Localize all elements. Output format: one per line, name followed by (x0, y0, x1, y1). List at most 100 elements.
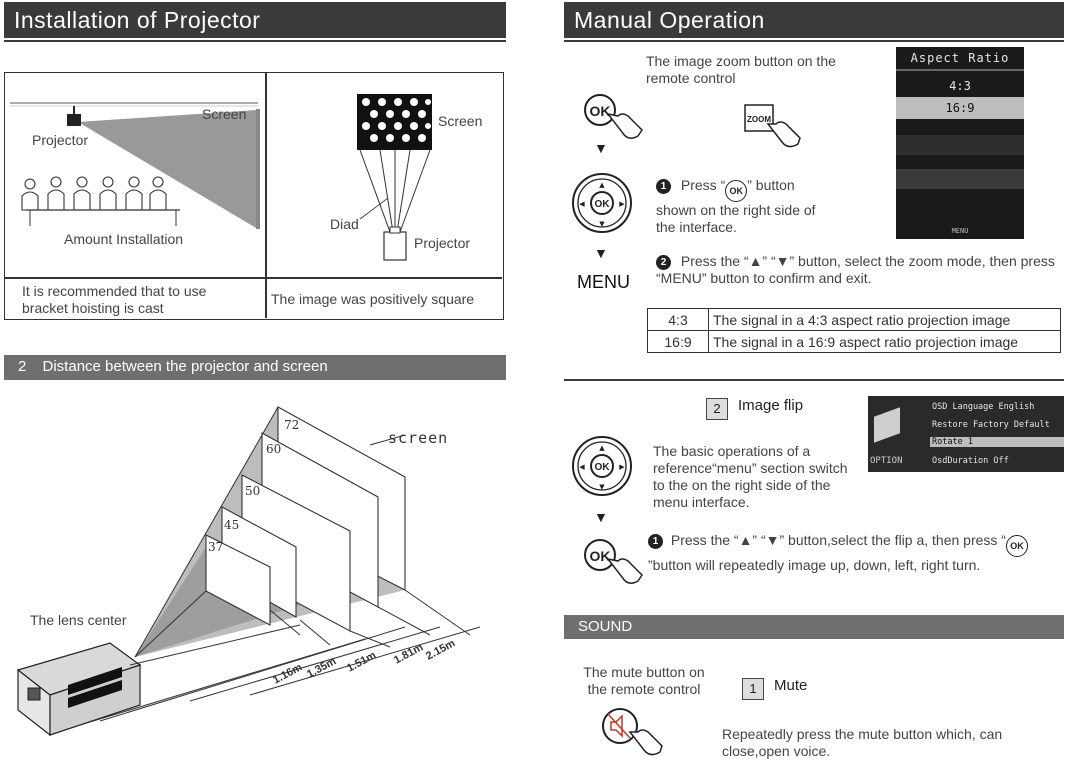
installation-header-title: Installation of Projector (14, 7, 261, 33)
wall-screen (256, 109, 260, 229)
flip-number-box: 2 (706, 398, 728, 420)
manual-operation-rule (564, 40, 1064, 42)
svg-text:▼: ▼ (599, 220, 605, 228)
osd-item-duration: OsdDuration Off (932, 456, 1009, 466)
sound-section-bar: SOUND (564, 615, 1064, 639)
svg-text:▶: ▶ (619, 200, 625, 208)
projector-body (16, 642, 142, 737)
table-row: 4:3 The signal in a 4:3 aspect ratio pro… (647, 308, 1061, 331)
lens-center-label: The lens center (30, 612, 127, 628)
mute-intro: The mute button on the remote control (583, 664, 705, 697)
svg-text:◀: ◀ (579, 463, 585, 471)
cell1-screen-label: Screen (202, 106, 247, 122)
svg-text:▶: ▶ (619, 463, 625, 471)
cell2-projector-label: Projector (414, 235, 471, 251)
distance-diagram (16, 406, 481, 737)
arrow-down-icon: ▼ (594, 140, 608, 156)
flip-dpad-ok-text: OK (595, 462, 611, 473)
aspect-ratio-table: 4:3 The signal in a 4:3 aspect ratio pro… (647, 308, 1061, 353)
zoom-step2: 2 Press the “▲” “▼” button, select the z… (656, 253, 1060, 287)
mute-description: Repeatedly press the mute button which, … (722, 726, 1003, 759)
arrow-down-icon-3: ▼ (594, 509, 608, 525)
ratio-cell: 4:3 (647, 308, 709, 331)
osd-option-icon (874, 407, 900, 443)
zoom-step2-text: Press the “▲” “▼” button, select the zoo… (656, 253, 1055, 286)
cell1-projector-label: Projector (32, 132, 89, 148)
manual-operation-header: Manual Operation (564, 2, 1064, 38)
osd-footer: MENU (951, 227, 969, 235)
flip-intro: The basic operations of a reference“menu… (653, 443, 848, 510)
table-row: 16:9 The signal in a 16:9 aspect ratio p… (647, 330, 1061, 353)
flip-ok-press-text: OK (590, 548, 611, 564)
flip-title-row: 2 Image flip (706, 397, 803, 420)
ok-press-icon: OK (584, 94, 643, 139)
distance-section-bar: 2 Distance between the projector and scr… (4, 355, 506, 380)
osd-option-43: 4:3 (949, 79, 971, 93)
size-37: 37 (208, 540, 224, 554)
dpad-icon-flip: OK ▲ ▼ ◀ ▶ (572, 436, 632, 496)
osd-title: Aspect Ratio (910, 51, 1010, 65)
svg-text:▲: ▲ (599, 444, 605, 452)
aspect-ratio-osd: Aspect Ratio 4:3 16:9 MENU (896, 47, 1024, 239)
inline-ok-icon-flip: OK (1005, 535, 1028, 557)
front-install-diagram (357, 94, 432, 261)
ceiling-install-diagram (10, 102, 260, 229)
install-note-square: The image was positively square (271, 291, 475, 307)
ratio-desc-cell: The signal in a 16:9 aspect ratio projec… (708, 330, 1061, 353)
option-osd: OPTION OSD Language English Restore Fact… (868, 396, 1064, 472)
zoom-intro: The image zoom button on the remote cont… (646, 53, 836, 86)
ratio-cell: 16:9 (647, 330, 709, 353)
projector-icon (67, 114, 81, 126)
osd-option-label: OPTION (870, 456, 903, 466)
distance-screen-label: screen (388, 429, 449, 447)
front-projector-icon (383, 231, 407, 261)
osd-option-169[interactable]: 16:9 (896, 97, 1024, 119)
sound-section-title: SOUND (578, 618, 633, 635)
mute-title: Mute (774, 677, 808, 694)
flip-title: Image flip (738, 397, 804, 414)
osd-band (896, 135, 1024, 155)
ok-press-text: OK (590, 103, 611, 119)
dpad-ok-text: OK (595, 199, 611, 210)
zoom-step1-text-a: Press “ (680, 177, 726, 193)
zoom-step2-num: 2 (656, 255, 671, 270)
osd-item-restore: Restore Factory Default (932, 420, 1050, 430)
dpad-icon: OK ▲▼◀▶ (572, 173, 632, 233)
osd-band-2 (896, 169, 1024, 189)
svg-text:▼: ▼ (599, 483, 605, 491)
size-45: 45 (224, 518, 240, 532)
zoom-key-text: ZOOM (747, 115, 771, 124)
osd-divider (896, 69, 1024, 71)
osd-item-rotate[interactable]: Rotate 1 (930, 437, 1064, 447)
manual-operation-title: Manual Operation (574, 7, 765, 33)
ok-press-icon-flip: OK (584, 539, 643, 584)
menu-label: MENU (577, 272, 630, 292)
arrow-down-icon-2: ▼ (594, 245, 608, 261)
osd-item-language: OSD Language English (932, 402, 1035, 412)
flip-step1-num: 1 (648, 534, 663, 549)
install-note-bracket: It is recommended that to use bracket ho… (22, 283, 207, 316)
flip-step1-text-a: Press the “▲” “▼” button,select the flip… (670, 532, 1006, 548)
cell1-caption: Amount Installation (64, 231, 184, 247)
zoom-step1-text-b: ” button shown on the right side of the … (656, 177, 816, 235)
installation-table-vdivider (265, 73, 267, 318)
mute-press-icon (602, 708, 663, 756)
installation-table-hdivider (5, 277, 502, 279)
ratio-desc-cell: The signal in a 4:3 aspect ratio project… (708, 308, 1061, 331)
zoom-step1-num: 1 (656, 179, 671, 194)
size-60: 60 (266, 442, 282, 456)
installation-header: Installation of Projector (4, 2, 506, 38)
flip-step1: 1 Press the “▲” “▼” button,select the fl… (648, 532, 1043, 574)
size-72: 72 (284, 418, 300, 432)
distance-section-number: 2 (18, 358, 27, 375)
zoom-key-icon: ZOOM (744, 104, 801, 148)
svg-text:◀: ◀ (579, 200, 585, 208)
flip-section-rule (564, 379, 1064, 381)
installation-table (4, 72, 504, 320)
size-50: 50 (245, 484, 261, 498)
flip-step1-text-b: ”button will repeatedly image up, down, … (648, 557, 981, 573)
zoom-step1: 1 Press “OK” button shown on the right s… (656, 177, 831, 236)
distance-section-title: Distance between the projector and scree… (42, 358, 328, 375)
cell2-screen-label: Screen (438, 113, 483, 129)
